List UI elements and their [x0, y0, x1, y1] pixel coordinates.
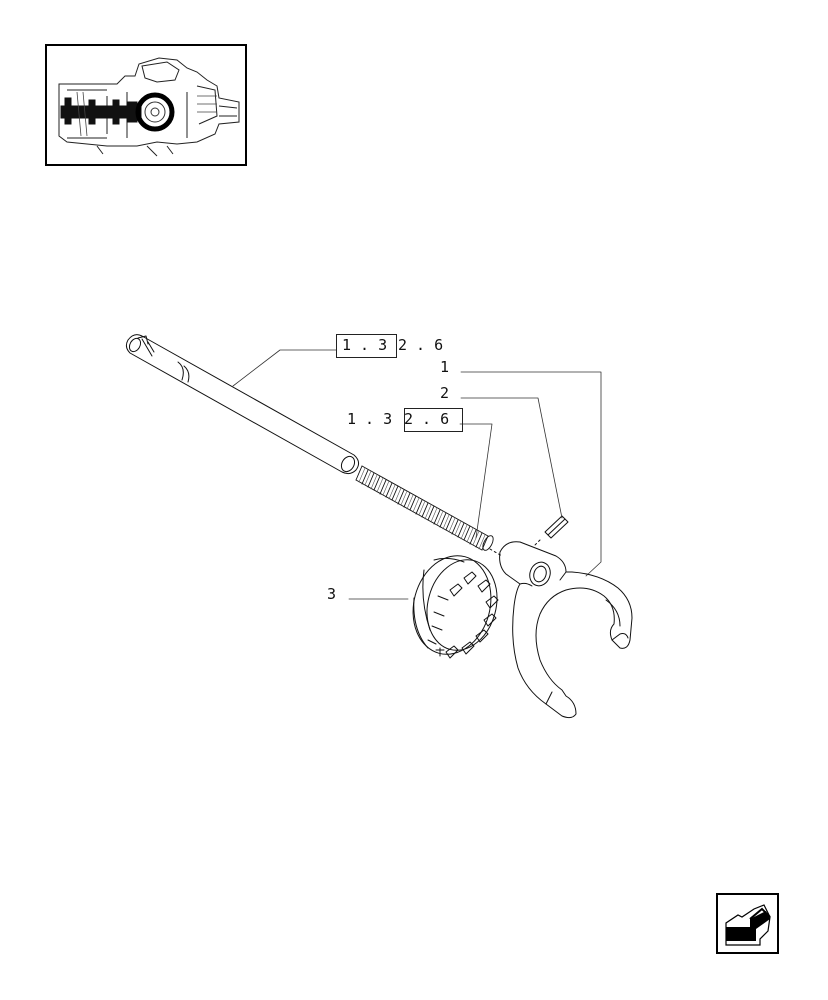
assembly-locator-icon	[58, 57, 240, 157]
reference-2-lead-text: 1 . 3	[347, 410, 393, 428]
back-button[interactable]	[716, 893, 779, 954]
reference-2-boxed-text: 2 . 6	[404, 410, 450, 428]
spring	[355, 465, 494, 551]
reference-1-rest-text: 2 . 6	[398, 336, 444, 354]
shift-rod	[125, 334, 360, 475]
sliding-coupler	[412, 555, 499, 659]
roll-pin	[544, 515, 569, 539]
reference-box-2[interactable]	[404, 408, 463, 432]
shift-fork	[499, 541, 633, 719]
callout-3: 3	[327, 585, 337, 603]
leader-lines	[232, 349, 602, 600]
assembly-locator-thumbnail[interactable]	[45, 44, 247, 166]
reference-box-1[interactable]	[336, 334, 397, 358]
reference-1-boxed-text: 1 . 3	[342, 336, 388, 354]
back-arrow-icon	[725, 904, 771, 946]
callout-2: 2	[440, 384, 450, 402]
callout-1: 1	[440, 358, 450, 376]
